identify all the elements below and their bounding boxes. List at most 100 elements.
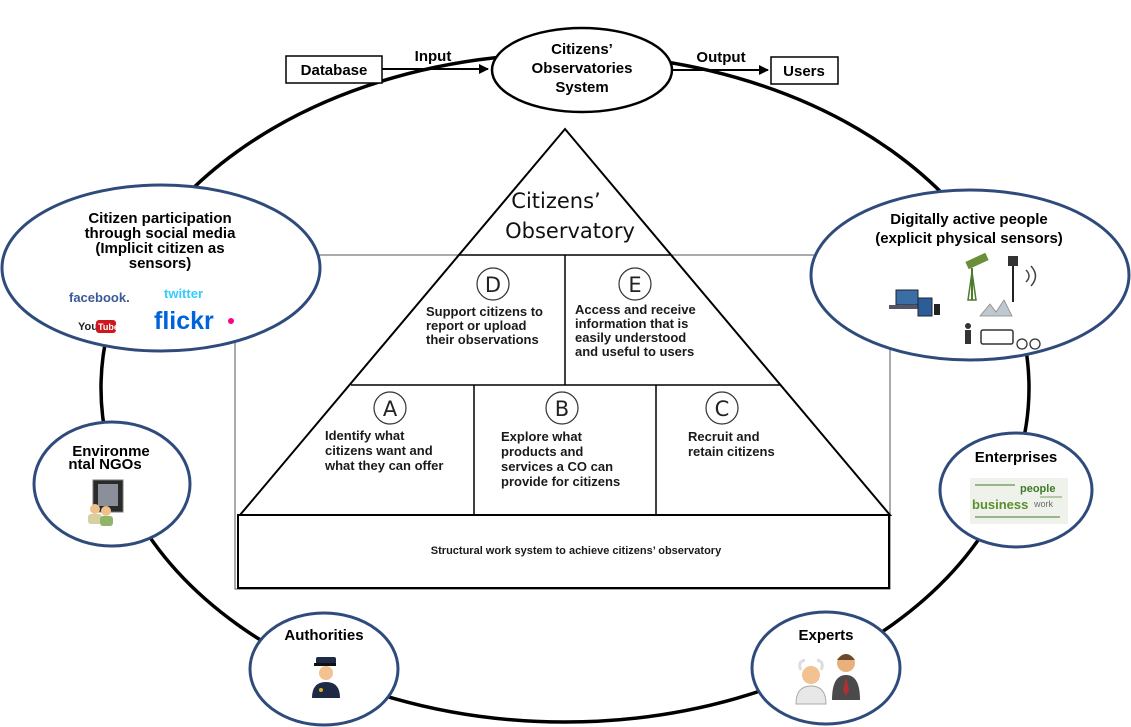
officer-face	[319, 666, 333, 680]
youtube-logo-box	[96, 320, 116, 333]
system-label-line-1: Citizens’	[551, 41, 613, 58]
block-e-line-1: Access and receive	[575, 302, 696, 317]
block-e-line-4: and useful to users	[575, 344, 694, 359]
ngo-person-1-head	[90, 504, 100, 514]
block-a-line-3: what they can offer	[324, 458, 443, 473]
block-d-line-1: Support citizens to	[426, 304, 543, 319]
social-media-title-4: sensors)	[129, 255, 192, 272]
flow-row: Database Input Citizens’ Observatories S…	[285, 26, 839, 114]
block-c-line-2: retain citizens	[688, 444, 775, 459]
laptop-base	[889, 305, 923, 309]
block-a-circle	[373, 391, 407, 425]
digitally-active-title-1: Digitally active people	[890, 211, 1048, 228]
social-media-title-3: (Implicit citizen as	[95, 240, 224, 257]
city-skyline	[979, 299, 1013, 317]
experts-icon	[795, 654, 860, 705]
facebook-logo: facebook.	[69, 290, 130, 305]
block-e-circle	[618, 267, 652, 301]
social-media-ellipse	[0, 183, 322, 353]
social-media-title-1: Citizen participation	[88, 210, 231, 227]
digitally-active-ellipse	[809, 188, 1131, 362]
block-b-circle	[545, 391, 579, 425]
enterprises-title: Enterprises	[975, 449, 1058, 466]
lamp-head	[1008, 256, 1018, 266]
flickr-dot	[228, 318, 234, 324]
bike-wheel-1	[1016, 338, 1028, 350]
block-d-line-3: their observations	[426, 332, 539, 347]
block-b-line-1: Explore what	[501, 429, 583, 444]
officer-body	[312, 682, 340, 698]
social-media-title-2: through social media	[85, 225, 237, 242]
ngo-monitor-screen	[98, 484, 118, 506]
ngos-title-1: Environme	[72, 443, 150, 460]
ngo-person-2-head	[101, 506, 111, 516]
ngo-person-1-body	[88, 514, 102, 524]
block-d-letter: D	[485, 273, 501, 297]
tablet	[917, 297, 933, 317]
output-label: Output	[696, 49, 745, 66]
database-box	[285, 55, 383, 84]
word-cloud-business: business	[972, 497, 1028, 512]
block-b-line-2: products and	[501, 444, 583, 459]
users-box	[770, 56, 839, 85]
laptop-screen	[895, 289, 919, 306]
satellite	[965, 252, 989, 270]
database-label: Database	[301, 62, 368, 79]
officer-cap-brim	[314, 663, 336, 666]
word-cloud-work: work	[1033, 499, 1054, 509]
pedestrian-head	[965, 323, 971, 329]
block-b-line-4: provide for citizens	[501, 474, 620, 489]
input-label: Input	[415, 48, 452, 65]
twitter-logo: twitter	[164, 286, 203, 301]
block-d-line-2: report or upload	[426, 318, 526, 333]
expert-2-tie	[843, 677, 849, 696]
physical-sensors-icon	[889, 252, 1041, 350]
officer-badge	[319, 688, 323, 692]
ngo-person-2-body	[100, 516, 113, 526]
phone	[934, 304, 940, 315]
node-experts: Experts	[750, 610, 902, 726]
block-e-line-2: information that is	[575, 316, 688, 331]
wifi-waves	[1025, 265, 1037, 287]
antenna-tower	[967, 271, 977, 301]
flickr-logo: flickr	[154, 307, 214, 335]
social-media-logos-icon: facebook. twitter You Tube flickr	[69, 286, 234, 335]
bike-wheel-2	[1029, 338, 1041, 350]
pyramid: Citizens’ Observatory D Support citizens…	[234, 127, 893, 590]
block-c-circle	[705, 391, 739, 425]
expert-1-head	[802, 666, 820, 684]
block-d-circle	[476, 267, 510, 301]
youtube-logo-tube: Tube	[98, 322, 119, 332]
node-enterprises: Enterprises people business work	[938, 431, 1094, 549]
block-c-line-1: Recruit and	[688, 429, 760, 444]
expert-1-body	[795, 685, 827, 705]
authorities-title: Authorities	[284, 627, 363, 644]
block-e-line-3: easily understood	[575, 330, 686, 345]
digitally-active-title-2: (explicit physical sensors)	[875, 230, 1063, 247]
node-digitally-active: Digitally active people (explicit physic…	[809, 188, 1131, 362]
word-cloud-people: people	[1020, 483, 1055, 495]
expert-2-hair	[837, 654, 855, 660]
experts-ellipse	[750, 610, 902, 726]
pyramid-base	[237, 514, 890, 589]
expert-1-hair	[798, 658, 824, 671]
ngo-people-icon	[88, 479, 124, 526]
block-b-letter: B	[555, 397, 569, 421]
node-social-media: Citizen participation through social med…	[0, 183, 322, 353]
pyramid-base-label: Structural work system to achieve citize…	[431, 545, 722, 557]
block-b-line-3: services a CO can	[501, 459, 613, 474]
node-authorities: Authorities	[248, 611, 400, 727]
pyramid-title-line-2: Observatory	[505, 219, 635, 243]
bus	[980, 329, 1014, 345]
officer-cap	[316, 657, 336, 664]
system-label-line-3: System	[555, 79, 608, 96]
experts-title: Experts	[798, 627, 853, 644]
system-label-line-2: Observatories	[532, 60, 633, 77]
users-label: Users	[783, 63, 825, 80]
block-c-letter: C	[715, 397, 730, 421]
youtube-logo-you: You	[78, 321, 98, 333]
pedestrian-body	[965, 330, 971, 344]
word-cloud-icon: people business work	[970, 478, 1068, 524]
block-a-line-1: Identify what	[325, 428, 405, 443]
